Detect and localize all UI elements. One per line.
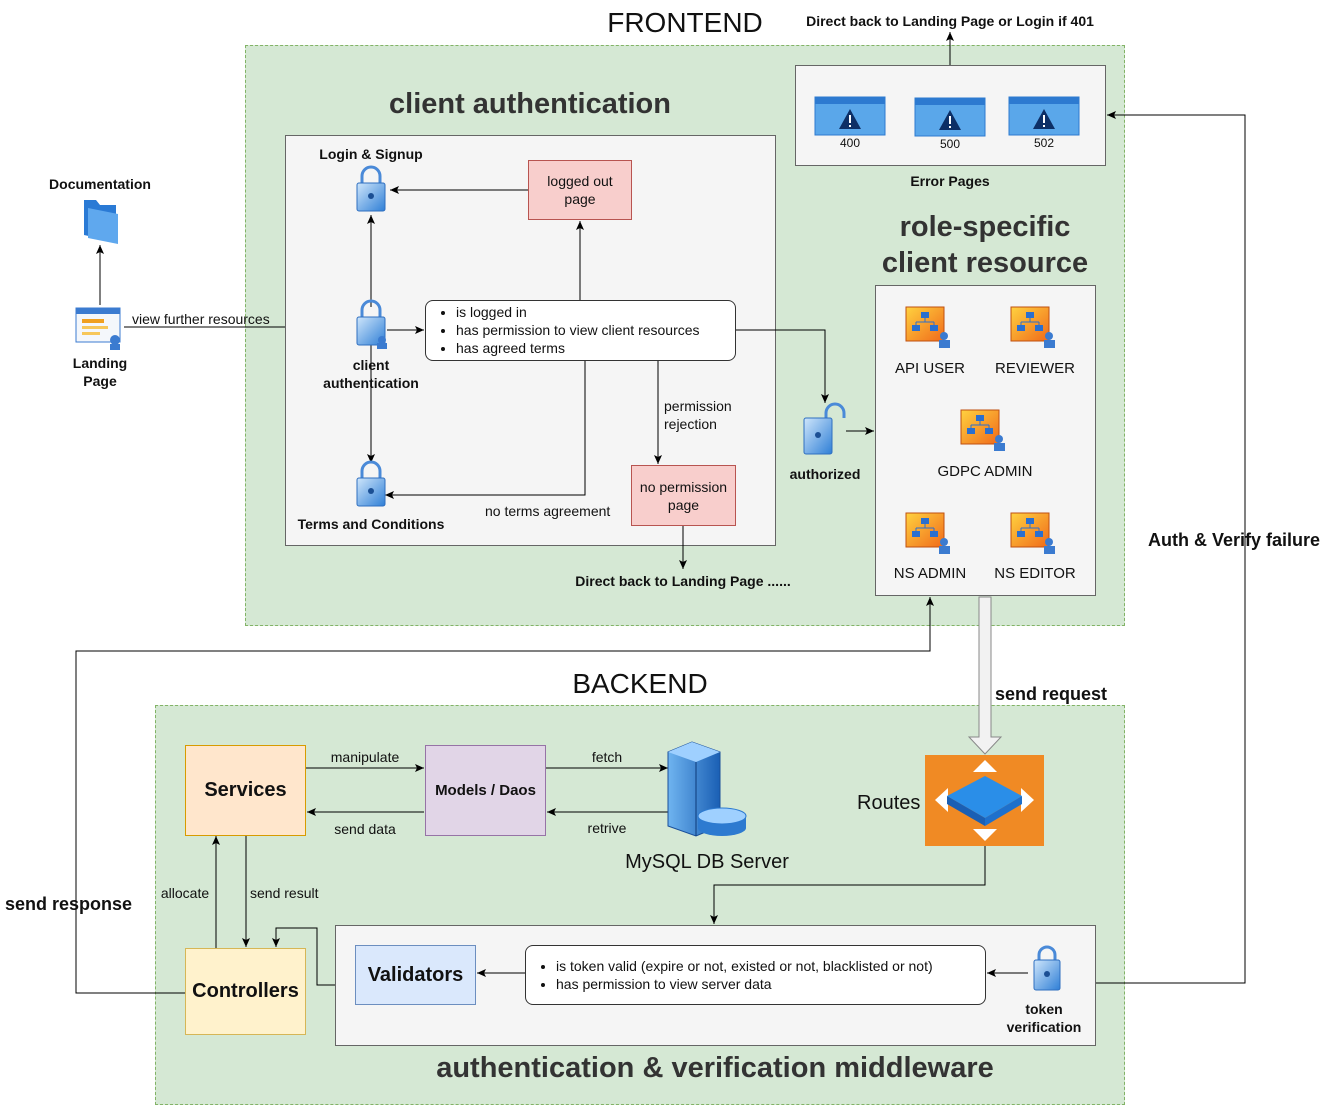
role-label-reviewer: REVIEWER	[994, 360, 1076, 377]
token-verification-label: token verification	[1006, 1001, 1082, 1035]
error-code-502: 502	[1033, 136, 1055, 150]
check-item: is logged in	[456, 303, 727, 321]
client-auth-title: client authentication	[389, 88, 671, 120]
role-icon-api-user	[905, 306, 950, 348]
middleware-check-item: has permission to view server data	[556, 975, 977, 993]
logged-out-page-box: logged out page	[528, 160, 632, 220]
terms-label: Terms and Conditions	[297, 516, 445, 532]
send-result-label: send result	[250, 885, 319, 901]
error-code-500: 500	[939, 137, 961, 151]
error-pages-label: Error Pages	[910, 173, 990, 189]
landing-page-icon	[75, 307, 121, 350]
login-signup-label: Login & Signup	[319, 146, 423, 162]
client-checks-box: is logged in has permission to view clie…	[425, 300, 736, 361]
role-icon-reviewer	[1010, 306, 1055, 348]
role-icon-ns-admin	[905, 512, 950, 554]
lock-icon-token	[1033, 945, 1061, 991]
lock-icon-login	[356, 165, 386, 212]
warning-icon-502	[1008, 96, 1080, 136]
authorized-label: authorized	[789, 466, 861, 482]
role-label-gdpc-admin: GDPC ADMIN	[937, 463, 1033, 480]
logged-out-page-text: logged out page	[547, 173, 613, 207]
middleware-checks-box: is token valid (expire or not, existed o…	[525, 945, 986, 1005]
validators-label: Validators	[367, 963, 464, 986]
no-permission-page-box: no permission page	[631, 465, 736, 526]
no-permission-page-text: no permission page	[639, 478, 728, 513]
db-server-label: MySQL DB Server	[625, 851, 789, 873]
folder-icon	[84, 200, 118, 244]
middleware-title: authentication & verification middleware	[436, 1052, 994, 1084]
check-item: has agreed terms	[456, 339, 727, 357]
routes-icon	[925, 755, 1044, 846]
database-server-icon	[667, 741, 747, 837]
lock-icon-terms	[356, 460, 386, 507]
send-data-label: send data	[334, 821, 396, 837]
services-label: Services	[204, 779, 287, 801]
send-response-label: send response	[5, 894, 133, 914]
role-label-ns-editor: NS EDITOR	[994, 565, 1076, 582]
controllers-label: Controllers	[192, 980, 299, 1002]
role-specific-title-2: client resource	[881, 247, 1089, 279]
middleware-check-item: is token valid (expire or not, existed o…	[556, 957, 977, 975]
check-item: has permission to view client resources	[456, 321, 727, 339]
documentation-label: Documentation	[49, 176, 151, 192]
warning-icon-400	[814, 96, 886, 136]
view-further-label: view further resources	[132, 311, 270, 327]
auth-failure-label: Auth & Verify failure	[1148, 530, 1321, 550]
direct-back-label: Direct back to Landing Page ......	[575, 573, 791, 589]
warning-icon-500	[914, 97, 986, 137]
validators-box: Validators	[355, 945, 476, 1005]
error-redirect-note: Direct back to Landing Page or Login if …	[806, 13, 1094, 29]
allocate-label: allocate	[160, 885, 210, 901]
routes-label: Routes	[857, 792, 921, 814]
send-request-label: send request	[995, 684, 1108, 704]
error-code-400: 400	[839, 136, 861, 150]
landing-page-label: Landing Page	[72, 355, 128, 389]
services-box: Services	[185, 745, 306, 836]
frontend-heading: FRONTEND	[607, 7, 763, 38]
no-terms-label: no terms agreement	[485, 503, 611, 519]
manipulate-label: manipulate	[330, 749, 400, 765]
send-request-arrow	[967, 596, 1003, 755]
lock-icon-client-auth	[356, 299, 387, 349]
models-label: Models / Daos	[435, 782, 536, 799]
controllers-box: Controllers	[185, 948, 306, 1035]
fetch-label: fetch	[591, 749, 623, 765]
role-label-api-user: API USER	[894, 360, 966, 377]
role-specific-title-1: role-specific	[899, 211, 1071, 243]
role-icon-gdpc-admin	[960, 409, 1005, 451]
client-auth-label: client authentication	[323, 357, 419, 391]
backend-heading: BACKEND	[572, 668, 708, 699]
role-label-ns-admin: NS ADMIN	[893, 565, 967, 582]
role-icon-ns-editor	[1010, 512, 1055, 554]
models-box: Models / Daos	[425, 745, 546, 836]
unlock-icon-authorized	[803, 402, 846, 455]
permission-rejection-label: permission rejection	[664, 398, 732, 432]
retrive-label: retrive	[587, 820, 627, 836]
